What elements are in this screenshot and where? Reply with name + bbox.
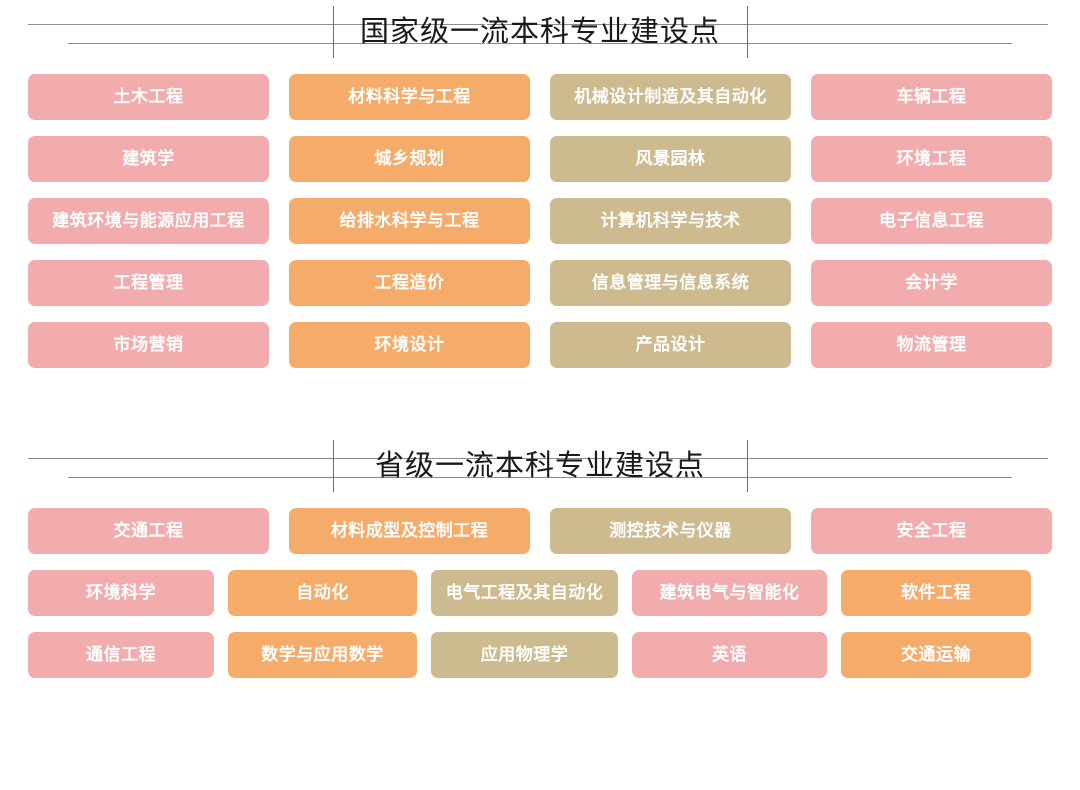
header-rule-upper-right: [487, 458, 1048, 459]
program-row: 通信工程 数学与应用数学 应用物理学 英语 交通运输: [28, 632, 1052, 678]
program-pill[interactable]: 工程管理: [28, 260, 269, 306]
program-pill[interactable]: 安全工程: [811, 508, 1052, 554]
section-header-provincial: 省级一流本科专业建设点: [0, 434, 1080, 498]
program-pill[interactable]: 建筑学: [28, 136, 269, 182]
program-pill[interactable]: 建筑环境与能源应用工程: [28, 198, 269, 244]
program-pill[interactable]: 应用物理学: [431, 632, 618, 678]
section-header-national: 国家级一流本科专业建设点: [0, 0, 1080, 64]
program-row: 市场营销 环境设计 产品设计 物流管理: [28, 322, 1052, 368]
program-pill[interactable]: 软件工程: [841, 570, 1031, 616]
program-pill[interactable]: 工程造价: [289, 260, 530, 306]
program-pill[interactable]: 城乡规划: [289, 136, 530, 182]
program-pill[interactable]: 数学与应用数学: [228, 632, 417, 678]
spacer-section2-top: [0, 498, 1080, 508]
header-rule-lower-left: [68, 477, 485, 478]
header-rule-upper-right: [487, 24, 1048, 25]
program-pill[interactable]: 土木工程: [28, 74, 269, 120]
program-pill[interactable]: 车辆工程: [811, 74, 1052, 120]
program-row: 交通工程 材料成型及控制工程 测控技术与仪器 安全工程: [28, 508, 1052, 554]
program-pill[interactable]: 建筑电气与智能化: [632, 570, 827, 616]
header-bracket-right-icon: [747, 6, 748, 58]
program-row: 工程管理 工程造价 信息管理与信息系统 会计学: [28, 260, 1052, 306]
program-grid-national: 土木工程 材料科学与工程 机械设计制造及其自动化 车辆工程 建筑学 城乡规划 风…: [0, 74, 1080, 368]
header-rule-upper-left: [28, 24, 485, 25]
program-pill[interactable]: 通信工程: [28, 632, 214, 678]
program-pill[interactable]: 计算机科学与技术: [550, 198, 791, 244]
program-pill[interactable]: 风景园林: [550, 136, 791, 182]
program-row: 建筑环境与能源应用工程 给排水科学与工程 计算机科学与技术 电子信息工程: [28, 198, 1052, 244]
program-pill[interactable]: 交通工程: [28, 508, 269, 554]
program-row: 建筑学 城乡规划 风景园林 环境工程: [28, 136, 1052, 182]
spacer-between-sections: [0, 384, 1080, 434]
program-pill[interactable]: 材料科学与工程: [289, 74, 530, 120]
header-rule-lower-left: [68, 43, 485, 44]
header-rule-lower-right: [487, 43, 1012, 44]
program-pill[interactable]: 测控技术与仪器: [550, 508, 791, 554]
program-pill[interactable]: 给排水科学与工程: [289, 198, 530, 244]
program-pill[interactable]: 环境设计: [289, 322, 530, 368]
program-pill[interactable]: 自动化: [228, 570, 417, 616]
header-bracket-right-icon: [747, 440, 748, 492]
program-row: 土木工程 材料科学与工程 机械设计制造及其自动化 车辆工程: [28, 74, 1052, 120]
program-pill[interactable]: 电气工程及其自动化: [431, 570, 618, 616]
program-pill[interactable]: 信息管理与信息系统: [550, 260, 791, 306]
program-pill[interactable]: 环境科学: [28, 570, 214, 616]
program-pill[interactable]: 电子信息工程: [811, 198, 1052, 244]
header-bracket-left-icon: [333, 6, 334, 58]
program-pill[interactable]: 会计学: [811, 260, 1052, 306]
section-title-provincial: 省级一流本科专业建设点: [374, 450, 705, 482]
program-pill[interactable]: 物流管理: [811, 322, 1052, 368]
spacer-section1-top: [0, 64, 1080, 74]
program-row: 环境科学 自动化 电气工程及其自动化 建筑电气与智能化 软件工程: [28, 570, 1052, 616]
program-pill[interactable]: 机械设计制造及其自动化: [550, 74, 791, 120]
program-pill[interactable]: 英语: [632, 632, 827, 678]
program-pill[interactable]: 市场营销: [28, 322, 269, 368]
program-pill[interactable]: 交通运输: [841, 632, 1031, 678]
program-pill[interactable]: 产品设计: [550, 322, 791, 368]
header-bracket-left-icon: [333, 440, 334, 492]
program-grid-provincial: 交通工程 材料成型及控制工程 测控技术与仪器 安全工程 环境科学 自动化 电气工…: [0, 508, 1080, 678]
program-pill[interactable]: 材料成型及控制工程: [289, 508, 530, 554]
section-title-national: 国家级一流本科专业建设点: [359, 16, 720, 48]
header-rule-lower-right: [487, 477, 1012, 478]
program-pill[interactable]: 环境工程: [811, 136, 1052, 182]
header-rule-upper-left: [28, 458, 485, 459]
